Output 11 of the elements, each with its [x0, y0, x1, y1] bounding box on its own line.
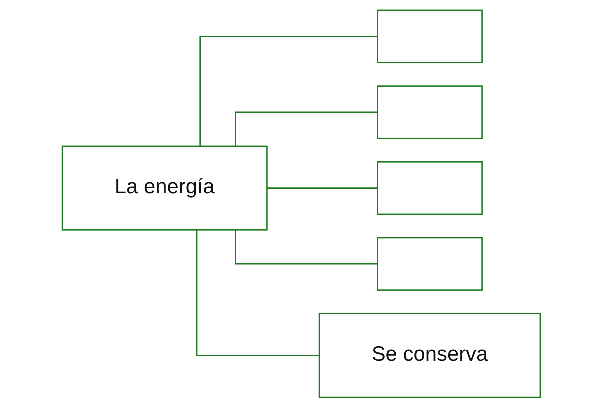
connector	[196, 230, 320, 356]
connector	[235, 230, 378, 265]
node-box: La energía	[62, 146, 268, 231]
connector	[266, 188, 378, 189]
node-box	[377, 86, 483, 140]
node-box	[377, 237, 483, 291]
node-box	[377, 162, 483, 216]
node-box	[377, 10, 483, 64]
connector	[235, 112, 378, 146]
connector	[200, 36, 378, 146]
node-box: Se conserva	[318, 313, 542, 398]
